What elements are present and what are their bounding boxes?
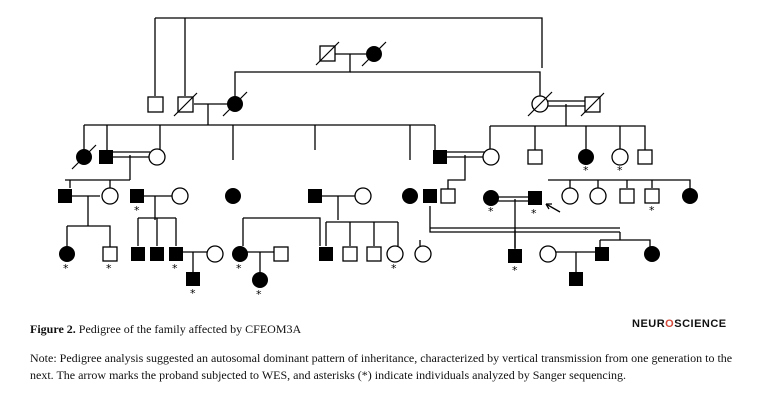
sequenced-marker: *	[236, 262, 242, 275]
female-affected-symbol	[232, 246, 248, 262]
male-affected-symbol	[130, 189, 144, 203]
sequenced-marker: *	[106, 262, 112, 275]
sequenced-marker: *	[134, 204, 140, 217]
female-affected-symbol	[483, 190, 499, 206]
sequenced-marker: *	[531, 207, 537, 220]
female-symbol	[354, 187, 372, 205]
male-affected-symbol	[169, 247, 183, 261]
female-symbol	[482, 148, 500, 166]
male-symbol	[147, 96, 164, 113]
male-symbol	[637, 149, 653, 165]
female-symbol	[171, 187, 189, 205]
female-affected-symbol	[644, 246, 660, 262]
logo-text-left: NEUR	[632, 318, 666, 330]
publisher-logo: NEUROSCIENCE	[632, 318, 727, 330]
male-symbol	[644, 188, 660, 204]
figure-caption-title: Figure 2. Pedigree of the family affecte…	[30, 322, 301, 337]
male-affected-symbol	[131, 247, 145, 261]
figure-label: Figure 2.	[30, 322, 76, 336]
generation-4: * * * *	[58, 187, 698, 220]
deceased-slash	[222, 91, 248, 117]
proband-male-affected-symbol	[528, 191, 542, 205]
female-affected-symbol	[682, 188, 698, 204]
pedigree-lines	[65, 17, 691, 275]
female-symbol	[206, 245, 224, 263]
sequenced-marker: *	[256, 288, 262, 301]
male-symbol	[342, 246, 358, 262]
male-symbol	[527, 149, 543, 165]
generation-5: * * * * * *	[59, 245, 660, 277]
sequenced-marker: *	[649, 204, 655, 217]
deceased-slash	[580, 92, 605, 117]
sequenced-marker: *	[512, 264, 518, 277]
deceased-slash	[527, 91, 553, 117]
male-affected-symbol	[569, 272, 583, 286]
logo-text-right: SCIENCE	[674, 318, 727, 330]
sequenced-marker: *	[488, 205, 494, 218]
female-affected-symbol	[59, 246, 75, 262]
logo-mark-icon: O	[665, 318, 675, 330]
female-symbol	[386, 245, 404, 263]
figure-note: Note: Pedigree analysis suggested an aut…	[30, 351, 733, 382]
generation-2	[147, 91, 605, 117]
deceased-slash	[173, 92, 198, 117]
male-affected-symbol	[423, 189, 437, 203]
figure-title: Pedigree of the family affected by CFEOM…	[78, 322, 302, 336]
male-affected-symbol	[58, 189, 72, 203]
female-symbol	[589, 187, 607, 205]
male-affected-symbol	[319, 247, 333, 261]
female-symbol	[539, 245, 557, 263]
sequenced-marker: *	[391, 262, 397, 275]
female-affected-symbol	[578, 149, 594, 165]
male-symbol	[440, 188, 456, 204]
sequenced-marker: *	[190, 287, 196, 300]
generation-6: * *	[186, 272, 583, 301]
male-affected-symbol	[433, 150, 447, 164]
male-symbol	[102, 246, 118, 262]
sequenced-marker: *	[63, 262, 69, 275]
male-symbol	[619, 188, 635, 204]
deceased-slash	[361, 41, 387, 67]
male-symbol	[366, 246, 382, 262]
pedigree-chart: * * * * *	[58, 17, 698, 301]
female-affected-symbol	[252, 272, 268, 288]
male-symbol	[273, 246, 289, 262]
male-affected-symbol	[150, 247, 164, 261]
female-affected-symbol	[225, 188, 241, 204]
sequenced-marker: *	[617, 164, 623, 177]
deceased-slash	[71, 144, 97, 170]
generation-1	[315, 41, 387, 67]
male-affected-symbol	[508, 249, 522, 263]
female-symbol	[561, 187, 579, 205]
female-affected-symbol	[402, 188, 418, 204]
sequenced-marker: *	[583, 164, 589, 177]
sequenced-marker: *	[172, 262, 178, 275]
female-symbol	[414, 245, 432, 263]
female-symbol	[101, 187, 119, 205]
female-symbol	[148, 148, 166, 166]
male-affected-symbol	[186, 272, 200, 286]
generation-3: * *	[71, 144, 653, 177]
female-symbol	[611, 148, 629, 166]
deceased-slash	[315, 41, 340, 66]
male-affected-symbol	[595, 247, 609, 261]
proband-arrow-icon	[545, 203, 561, 213]
male-affected-symbol	[308, 189, 322, 203]
male-affected-symbol	[99, 150, 113, 164]
